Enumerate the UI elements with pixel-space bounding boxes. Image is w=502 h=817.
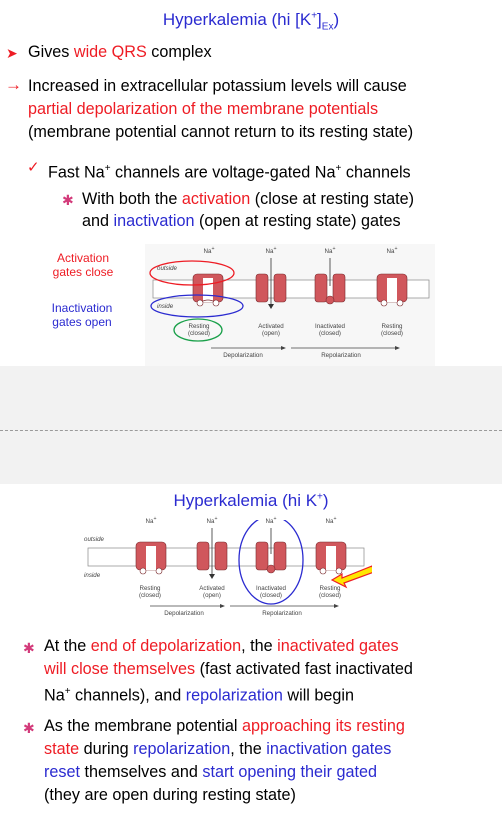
state-label-resting: Resting(closed) [138, 585, 161, 599]
asterisk-bullet-icon: ✱ [62, 192, 74, 208]
right-arrow-bullet-icon: → [5, 75, 22, 94]
na-label: Na+ [206, 516, 218, 526]
bullet-fast-na-channels: Fast Na+ channels are voltage-gated Na+ … [48, 163, 411, 182]
bullet-resting-state-line-1: As the membrane potential approaching it… [44, 717, 405, 735]
repolarization-label: Repolarization [321, 352, 361, 359]
asterisk-bullet-icon: ✱ [23, 640, 35, 656]
asterisk-bullet-icon: ✱ [23, 720, 35, 736]
outside-label: outside [157, 265, 177, 272]
state-label-inactivated: Inactivated(closed) [256, 585, 286, 599]
inside-label: inside [157, 303, 174, 310]
slide-2-title: Hyperkalemia (hi K+) [173, 491, 329, 510]
na-channel-states-graphic-2 [87, 515, 375, 608]
dashed-divider [0, 430, 502, 431]
bullet-end-depolarization-line-2: will close themselves (fast activated fa… [44, 660, 413, 678]
na-label: Na+ [265, 246, 277, 256]
na-label: Na+ [386, 246, 398, 256]
slide-separator [0, 366, 502, 484]
na-channel-diagram-2: Na+ Na+ Na+ Na+ outside inside Resting(c… [80, 515, 375, 620]
bullet-potassium-line-2: partial depolarization of the membrane p… [28, 100, 379, 118]
bullet-resting-state-line-3: reset themselves and start opening their… [44, 763, 377, 781]
outside-label: outside [84, 536, 104, 543]
depolarization-label: Depolarization [223, 352, 263, 359]
na-label: Na+ [324, 246, 336, 256]
slide-1-title: Hyperkalemia (hi [K+]Ex) [162, 10, 340, 33]
na-label: Na+ [325, 516, 337, 526]
state-label-inactivated: Inactivated(closed) [315, 323, 345, 337]
na-channel-diagram-1: Na+ Na+ Na+ Na+ outside inside Resting(c… [145, 244, 435, 366]
slide-2: Hyperkalemia (hi K+) [0, 484, 502, 817]
inside-label: inside [84, 572, 101, 579]
na-channel-states-graphic [145, 244, 435, 366]
slide-1: Hyperkalemia (hi [K+]Ex) ➤ Gives wide QR… [0, 0, 502, 366]
bullet-resting-state-line-2: state during repolarization, the inactiv… [44, 740, 392, 758]
state-label-resting: Resting(closed) [187, 323, 210, 337]
bullet-end-depolarization-line-1: At the end of depolarization, the inacti… [44, 637, 399, 655]
annotation-activation-gates: Activation gates close [52, 251, 114, 279]
state-label-activated: Activated(open) [258, 323, 284, 337]
bullet-resting-state-line-4: (they are open during resting state) [44, 786, 296, 804]
arrowhead-bullet-icon: ➤ [6, 45, 18, 61]
annotation-inactivation-gates: Inactivation gates open [51, 301, 113, 329]
na-label: Na+ [145, 516, 157, 526]
state-label-activated: Activated(open) [199, 585, 225, 599]
sub-bullet-gates-line-1: With both the activation (close at resti… [82, 190, 415, 208]
sub-bullet-gates-line-2: and inactivation (open at resting state)… [82, 212, 401, 230]
bullet-end-depolarization-line-3: Na+ channels), and repolarization will b… [44, 686, 355, 705]
na-label: Na+ [203, 246, 215, 256]
state-label-resting-2: Resting(closed) [318, 585, 341, 599]
bullet-potassium-line-1: Increased in extracellular potassium lev… [28, 77, 407, 95]
checkmark-bullet-icon: ✓ [27, 159, 40, 176]
na-label: Na+ [265, 516, 277, 526]
depolarization-label: Depolarization [164, 610, 204, 617]
repolarization-label: Repolarization [262, 610, 302, 617]
bullet-wide-qrs: Gives wide QRS complex [28, 43, 212, 61]
bullet-potassium-line-3: (membrane potential cannot return to its… [28, 123, 414, 141]
state-label-resting-2: Resting(closed) [380, 323, 403, 337]
